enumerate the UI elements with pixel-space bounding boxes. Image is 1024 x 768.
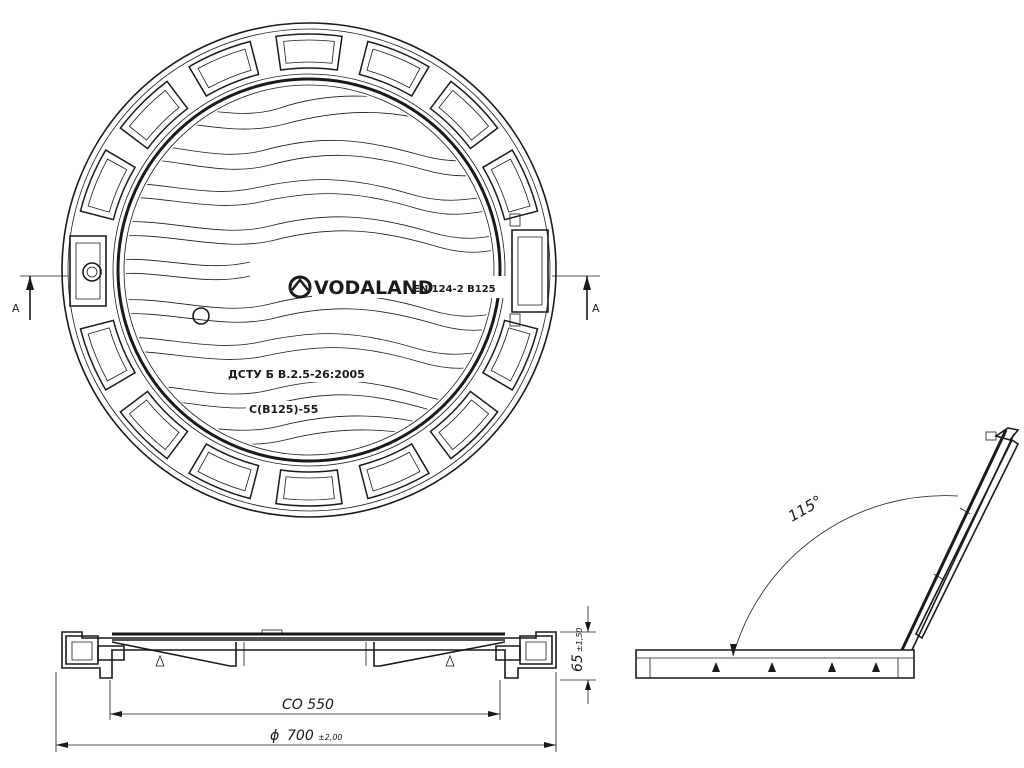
- rim-pad: [481, 319, 539, 391]
- cover-pick-hole: [192, 307, 210, 325]
- rim-pad: [188, 442, 260, 500]
- standard-mark: EN 124-2 B125: [413, 284, 496, 295]
- section-view: 65 ±1,50 CO 550 ϕ 700 ±2,00: [55, 606, 596, 752]
- rim-pad-inset: [490, 327, 531, 382]
- rim-pad: [481, 149, 539, 221]
- frame-outer-edge: [61, 22, 557, 518]
- frame-inner-edge: [112, 73, 506, 467]
- cover-edge: [116, 77, 502, 463]
- rim-pad: [119, 80, 189, 150]
- rim-pad-inset: [283, 39, 335, 64]
- section-marker-right: A: [552, 275, 600, 320]
- class-mark: C(B125)-55: [249, 403, 318, 416]
- rim-pad: [188, 40, 260, 98]
- rim-pad-inset: [283, 476, 335, 501]
- rim-pad: [275, 469, 343, 507]
- frame-rim-pads: [79, 33, 539, 507]
- brand-plate: [312, 276, 508, 298]
- rim-pad-inset: [128, 399, 180, 451]
- rim-pad: [79, 319, 137, 391]
- rim-pad: [119, 390, 189, 460]
- clear-opening-dimension: CO 550: [282, 697, 334, 713]
- rim-pad-inset: [438, 399, 490, 451]
- rim-pad: [429, 80, 499, 150]
- brand-name: VODALAND: [314, 277, 433, 299]
- rim-pad-inset: [366, 451, 421, 492]
- section-marker-left: A: [12, 275, 68, 320]
- top-view: VODALAND EN 124-2 B125 ДСТУ Б В.2.5-26:2…: [12, 22, 600, 518]
- opening-angle: 115°: [785, 492, 825, 526]
- diameter-symbol: ϕ: [270, 728, 279, 744]
- rim-pad-inset: [197, 48, 252, 89]
- rim-pad: [358, 40, 430, 98]
- rim-pad-inset: [490, 158, 531, 213]
- rim-pad-inset: [87, 327, 128, 382]
- rim-pad: [429, 390, 499, 460]
- height-tolerance: ±1,50: [575, 627, 584, 652]
- dstu-mark: ДСТУ Б В.2.5-26:2005: [228, 368, 365, 381]
- rim-pad: [275, 33, 343, 71]
- side-view-open: 115°: [635, 427, 1020, 679]
- frame-outer-inner-edge: [67, 28, 551, 512]
- section-label-left: A: [12, 302, 20, 315]
- section-label-right: A: [592, 302, 600, 315]
- brand-logo-icon: [288, 275, 312, 299]
- dstu-plate: [226, 366, 364, 382]
- diameter-tolerance: ±2,00: [318, 733, 343, 742]
- rim-pad: [79, 149, 137, 221]
- rim-pad-inset: [366, 48, 421, 89]
- lug-hole: [82, 262, 102, 282]
- class-plate: [246, 401, 324, 417]
- rim-pad-inset: [438, 89, 490, 141]
- rim-pad-inset: [128, 89, 180, 141]
- height-value: 65: [570, 654, 586, 672]
- rim-pad-inset: [197, 451, 252, 492]
- rim-pad: [358, 442, 430, 500]
- frame-lug-right: [509, 213, 549, 327]
- frame-lug-left: [69, 235, 107, 307]
- cover-inner-edge: [123, 84, 495, 456]
- rim-pad-inset: [87, 158, 128, 213]
- diameter-value: 700: [287, 728, 314, 744]
